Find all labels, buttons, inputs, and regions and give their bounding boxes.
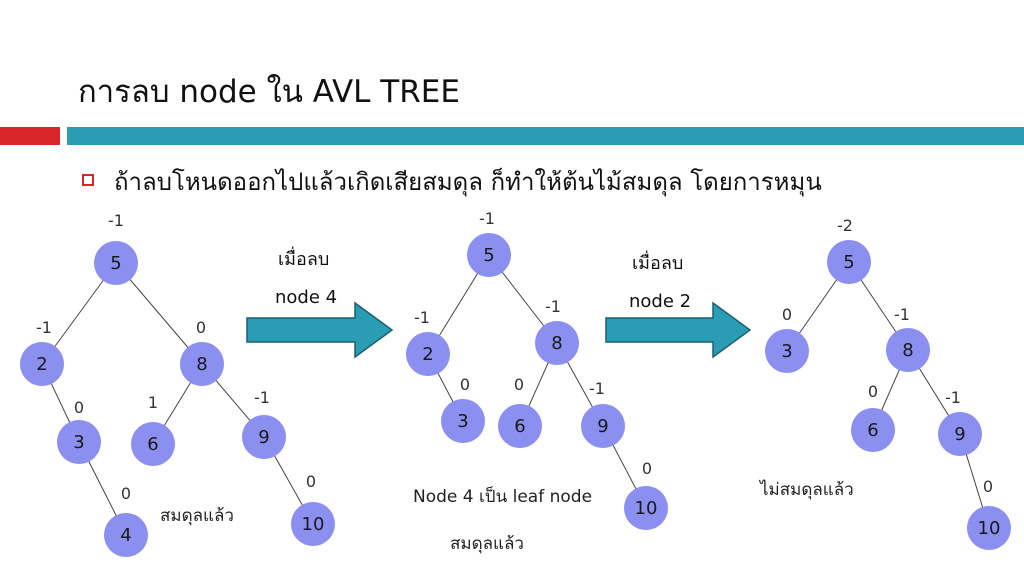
tree1-node-9-balance: -1: [254, 388, 270, 407]
tree2-node-9-balance: -1: [589, 379, 605, 398]
tree1-node-3: [57, 420, 101, 464]
tree1-node-10: [291, 502, 335, 546]
slide-title: การลบ node ใน AVL TREE: [78, 74, 460, 110]
arrow-2: [605, 301, 752, 359]
tree1-node-4-balance: 0: [121, 484, 131, 503]
tree3-node-5: [827, 240, 871, 284]
tree1-node-5-label: 5: [110, 253, 121, 274]
tree2-node-8: [535, 321, 579, 365]
tree1-node-6-label: 6: [147, 434, 158, 455]
tree2-node-10: [624, 486, 668, 530]
tree1-node-2: [20, 342, 64, 386]
tree3-node-9-label: 9: [954, 424, 965, 445]
tree3-caption: ไม่สมดุลแล้ว: [760, 480, 854, 500]
tree1-caption: สมดุลแล้ว: [160, 506, 234, 526]
trees-layer: 5 -1 2 -1 8 0 3 0 6 1 9 -1 4 0 10 0 5 -1 2 -1 8 -1 3 0 6 0 9 -1 10 0 5…: [20, 209, 1011, 557]
tree1-node-8: [180, 342, 224, 386]
tree1-node-10-label: 10: [302, 514, 325, 535]
tree1-node-2-label: 2: [36, 354, 47, 375]
tree1-node-5: [94, 241, 138, 285]
tree2-node-6-balance: 0: [514, 375, 524, 394]
tree3-node-9: [938, 412, 982, 456]
tree1-node-3-label: 3: [73, 432, 84, 453]
tree3-node-6: [851, 408, 895, 452]
tree2-node-6: [498, 404, 542, 448]
tree2-node-9: [581, 404, 625, 448]
arrow-2-line2: node 2: [629, 291, 692, 312]
tree1-node-3-balance: 0: [74, 398, 84, 417]
tree2-node-9-label: 9: [597, 416, 608, 437]
tree3-node-6-balance: 0: [868, 382, 878, 401]
tree2-node-6-label: 6: [514, 416, 525, 437]
tree1-node-9: [242, 415, 286, 459]
tree3-node-3: [765, 329, 809, 373]
tree2-node-5: [467, 233, 511, 277]
tree3-node-5-balance: -2: [837, 216, 853, 235]
arrow-1-line1: เมื่อลบ: [278, 249, 330, 270]
tree1-node-5-balance: -1: [108, 211, 124, 230]
accent-bar-red: [0, 127, 60, 145]
tree2-node-3-label: 3: [457, 411, 468, 432]
tree3-node-8: [886, 328, 930, 372]
tree3-node-6-label: 6: [867, 420, 878, 441]
accent-bar-blue: [67, 127, 1024, 145]
tree1-edge-n5-n8: [115, 262, 203, 365]
tree3-node-8-label: 8: [902, 340, 913, 361]
bullet-text: ถ้าลบโหนดออกไปแล้วเกิดเสียสมดุล ก็ทำให้ต…: [114, 168, 822, 196]
tree2-node-10-label: 10: [635, 498, 658, 519]
tree3-node-3-label: 3: [781, 341, 792, 362]
tree2-node-2-balance: -1: [414, 308, 430, 327]
tree2-node-5-label: 5: [483, 245, 494, 266]
tree3-node-3-balance: 0: [782, 305, 792, 324]
tree3-node-9-balance: -1: [945, 388, 961, 407]
tree3-node-10: [967, 506, 1011, 550]
arrow-1-line2: node 4: [275, 287, 338, 308]
tree1-node-2-balance: -1: [36, 318, 52, 337]
tree2-node-10-balance: 0: [642, 459, 652, 478]
tree2-node-8-label: 8: [551, 333, 562, 354]
arrow-1: [246, 301, 394, 359]
tree3-node-10-balance: 0: [983, 477, 993, 496]
tree1-node-6-balance: 1: [148, 393, 158, 412]
tree2-node-3: [441, 399, 485, 443]
arrow-2-line1: เมื่อลบ: [632, 253, 684, 274]
tree3-node-5-label: 5: [843, 252, 854, 273]
tree1-node-9-label: 9: [258, 427, 269, 448]
tree2-caption: สมดุลแล้ว: [450, 534, 524, 554]
tree2-node-2: [406, 332, 450, 376]
tree3-node-8-balance: -1: [894, 305, 910, 324]
tree2-node-3-balance: 0: [460, 375, 470, 394]
tree1-node-6: [131, 422, 175, 466]
tree2-leaf-caption: Node 4 เป็น leaf node: [413, 487, 593, 507]
tree1-node-4: [104, 513, 148, 557]
tree2-node-5-balance: -1: [479, 209, 495, 228]
tree2-node-2-label: 2: [422, 344, 433, 365]
tree3-node-10-label: 10: [978, 518, 1001, 539]
tree1-node-10-balance: 0: [306, 472, 316, 491]
tree1-node-4-label: 4: [120, 525, 131, 546]
tree1-node-8-label: 8: [196, 354, 207, 375]
tree1-node-8-balance: 0: [196, 318, 206, 337]
bullet-square-icon: [82, 174, 94, 186]
tree2-node-8-balance: -1: [545, 297, 561, 316]
